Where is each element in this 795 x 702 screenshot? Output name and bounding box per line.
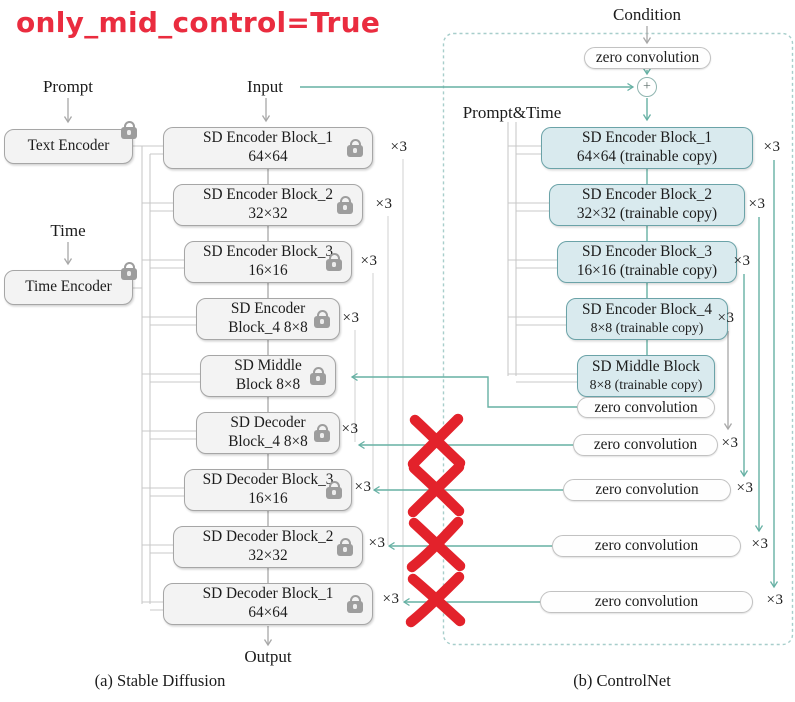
- add-node: +: [637, 77, 657, 97]
- input-label: Input: [247, 77, 283, 96]
- zero-convolution-decoder-2: zero convolution: [552, 535, 741, 557]
- block-sublabel: 64×64: [248, 604, 288, 621]
- conditioning-bus-left: [133, 145, 200, 611]
- block-sublabel: Block_4 8×8: [228, 319, 308, 336]
- times3-ctrl-enc2: ×3: [748, 196, 766, 212]
- condition-label: Condition: [612, 5, 681, 24]
- block-sublabel: 32×32: [248, 547, 288, 564]
- block-sublabel: 64×64: [248, 148, 288, 165]
- block-label: SD Encoder Block_3: [581, 243, 712, 261]
- times3-dec2: ×3: [368, 535, 386, 551]
- times3-ctrl-enc1: ×3: [763, 139, 781, 155]
- times3-zero2: ×3: [751, 536, 769, 552]
- times3-zero3: ×3: [736, 480, 754, 496]
- block-sublabel: Block_4 8×8: [228, 433, 308, 450]
- output-label: Output: [244, 647, 292, 666]
- block-sublabel: 16×16: [248, 262, 288, 279]
- block-label: SD Decoder Block_3: [202, 471, 334, 489]
- zero-convolution-middle: zero convolution: [577, 397, 715, 418]
- sd-encoder-block-3: SD Encoder Block_3 16×16: [184, 241, 352, 283]
- caption-controlnet: (b) ControlNet: [573, 671, 671, 690]
- zero-convolution-decoder-3: zero convolution: [563, 479, 731, 501]
- times3-enc1: ×3: [390, 139, 408, 155]
- block-label: SD Encoder: [230, 300, 306, 318]
- times3-dec1: ×3: [382, 591, 400, 607]
- block-sublabel: 16×16 (trainable copy): [576, 262, 718, 279]
- sd-encoder-block-4: SD Encoder Block_4 8×8: [196, 298, 340, 340]
- block-sublabel: 32×32 (trainable copy): [576, 205, 718, 222]
- sd-decoder-block-3: SD Decoder Block_3 16×16: [184, 469, 352, 511]
- sd-encoder-block-1: SD Encoder Block_1 64×64: [163, 127, 373, 169]
- times3-enc4: ×3: [342, 310, 360, 326]
- lock-icon: [121, 261, 137, 280]
- caption-stable-diffusion: (a) Stable Diffusion: [94, 671, 226, 690]
- lock-icon: [347, 138, 363, 157]
- prompt-label: Prompt: [42, 77, 94, 96]
- sd-decoder-block-2: SD Decoder Block_2 32×32: [173, 526, 363, 568]
- ctrl-middle-block: SD Middle Block 8×8 (trainable copy): [577, 355, 715, 397]
- block-sublabel: 32×32: [248, 205, 288, 222]
- block-label: SD Encoder Block_1: [581, 129, 712, 147]
- lock-icon: [314, 423, 330, 442]
- block-label: SD Decoder Block_2: [202, 528, 334, 546]
- times3-enc2: ×3: [375, 196, 393, 212]
- block-sublabel: Block 8×8: [235, 376, 301, 393]
- conditioning-bus-right: [507, 122, 577, 383]
- zero-convolution-decoder-4: zero convolution: [573, 434, 718, 456]
- sd-decoder-block-1: SD Decoder Block_1 64×64: [163, 583, 373, 625]
- times3-zero1: ×3: [766, 592, 784, 608]
- zero-convolution-condition: zero convolution: [584, 47, 711, 69]
- page-title: only_mid_control=True: [16, 6, 381, 39]
- ctrl-encoder-block-3: SD Encoder Block_3 16×16 (trainable copy…: [557, 241, 737, 283]
- block-label: SD Encoder Block_1: [202, 129, 333, 147]
- sd-encoder-block-2: SD Encoder Block_2 32×32: [173, 184, 363, 226]
- times3-dec3: ×3: [354, 479, 372, 495]
- times3-zero4: ×3: [721, 435, 739, 451]
- block-label: SD Decoder Block_1: [202, 585, 334, 603]
- block-sublabel: 64×64 (trainable copy): [576, 148, 718, 165]
- lock-icon: [326, 480, 342, 499]
- block-sublabel: 8×8 (trainable copy): [589, 376, 703, 392]
- block-label: Text Encoder: [27, 137, 110, 155]
- block-label: SD Decoder: [230, 414, 306, 432]
- times3-dec4: ×3: [341, 421, 359, 437]
- times3-enc3: ×3: [360, 253, 378, 269]
- block-label: SD Encoder Block_2: [581, 186, 712, 204]
- sd-decoder-block-4: SD Decoder Block_4 8×8: [196, 412, 340, 454]
- times3-ctrl-enc3: ×3: [733, 253, 751, 269]
- ctrl-encoder-block-4: SD Encoder Block_4 8×8 (trainable copy): [566, 298, 728, 340]
- lock-icon: [337, 537, 353, 556]
- lock-icon: [310, 366, 326, 385]
- prompt-time-label: Prompt&Time: [462, 103, 562, 122]
- ctrl-encoder-block-2: SD Encoder Block_2 32×32 (trainable copy…: [549, 184, 745, 226]
- time-label: Time: [50, 221, 86, 240]
- times3-ctrl-enc4: ×3: [717, 310, 735, 326]
- block-label: SD Encoder Block_2: [202, 186, 333, 204]
- block-label: Time Encoder: [25, 278, 112, 296]
- ctrl-encoder-block-1: SD Encoder Block_1 64×64 (trainable copy…: [541, 127, 753, 169]
- lock-icon: [121, 120, 137, 139]
- block-sublabel: 8×8 (trainable copy): [590, 319, 704, 335]
- lock-icon: [347, 594, 363, 613]
- block-label: SD Encoder Block_3: [202, 243, 333, 261]
- lock-icon: [337, 195, 353, 214]
- sd-middle-block: SD Middle Block 8×8: [200, 355, 336, 397]
- block-label: SD Middle Block: [592, 358, 700, 376]
- skip-connection-lines: [354, 159, 404, 601]
- lock-icon: [326, 252, 342, 271]
- block-label: SD Encoder Block_4: [581, 301, 712, 319]
- time-encoder-block: Time Encoder: [4, 261, 137, 305]
- block-sublabel: 16×16: [248, 490, 288, 507]
- zero-convolution-decoder-1: zero convolution: [540, 591, 753, 613]
- controlnet-dashed-box: [442, 32, 794, 646]
- block-label: SD Middle: [234, 357, 302, 375]
- text-encoder-block: Text Encoder: [4, 120, 137, 164]
- lock-icon: [314, 309, 330, 328]
